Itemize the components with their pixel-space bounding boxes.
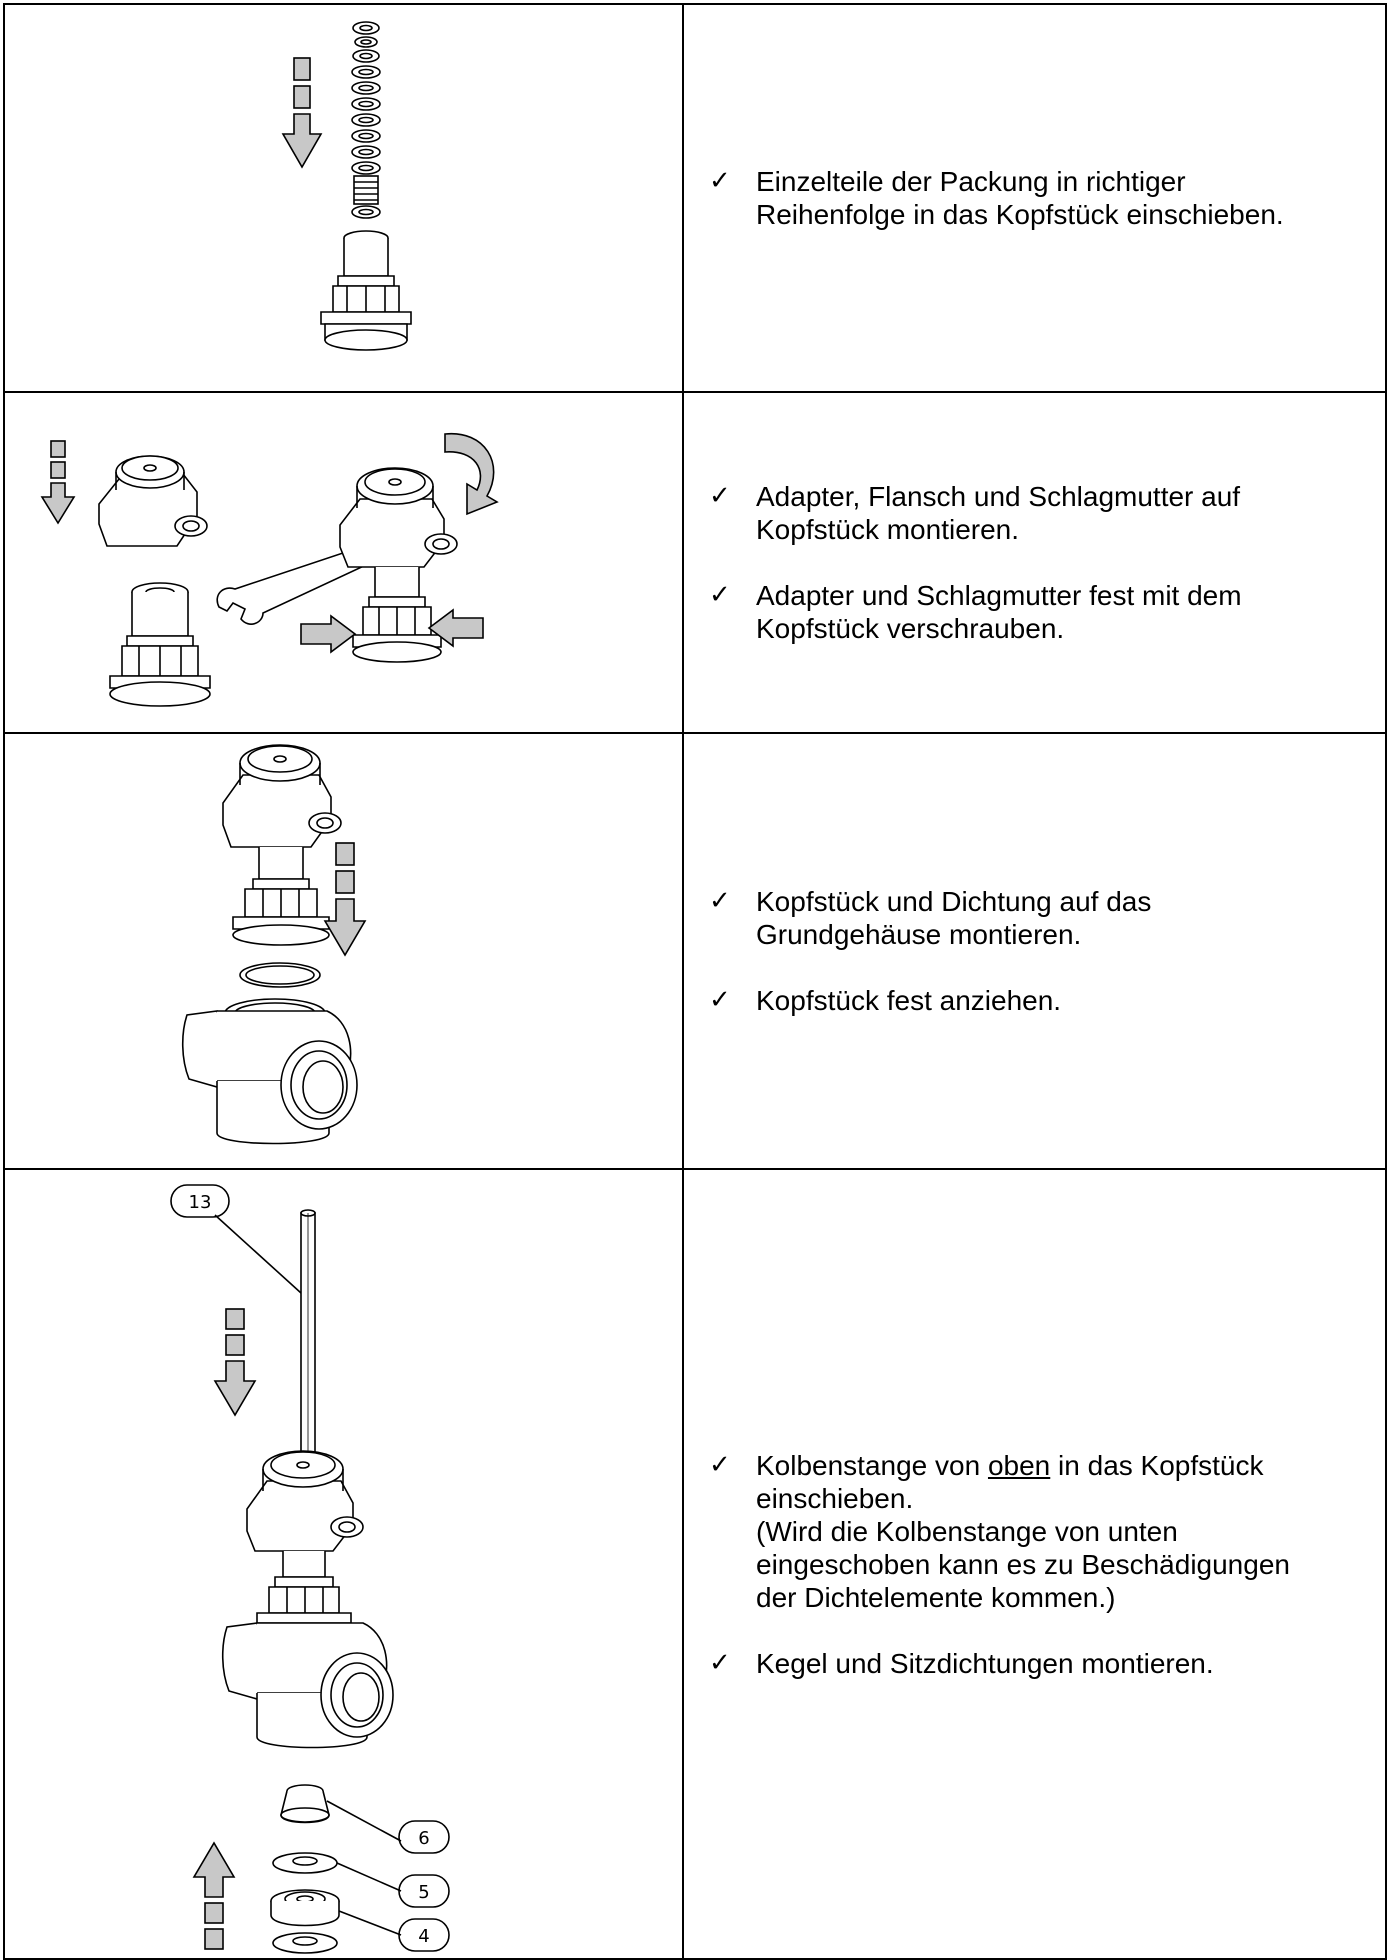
- flange-nut-left: [98, 455, 208, 547]
- check-icon: ✓: [709, 1647, 731, 1678]
- svg-text:4: 4: [418, 1926, 429, 1947]
- adapter-left: [109, 582, 211, 707]
- callout-6: 6: [326, 1800, 450, 1854]
- step-4-item-2: ✓ Kegel und Sitzdichtungen montieren.: [709, 1647, 1214, 1679]
- callout-4: 4: [338, 1910, 450, 1952]
- left-arrow-icon: [427, 608, 484, 648]
- step-2-illustration: [3, 391, 684, 734]
- check-icon: ✓: [709, 580, 731, 610]
- down-arrow-icon: [323, 842, 367, 957]
- assembled-head: [222, 744, 342, 946]
- down-arrow-icon: [281, 57, 323, 169]
- assembled-head: [246, 1450, 364, 1624]
- step-1-item-1: ✓ Einzelteile der Packung in richtiger R…: [709, 166, 1284, 230]
- packing-rings-stack: [351, 21, 381, 219]
- svg-text:6: 6: [418, 1828, 429, 1849]
- seal-lower: [272, 1932, 338, 1954]
- step-row-3: ✓ Kopfstück und Dichtung auf das Grundge…: [3, 732, 1387, 1170]
- seal-upper: [272, 1852, 338, 1874]
- head-piece: [320, 230, 412, 351]
- step-3-illustration: [3, 732, 684, 1170]
- step-4-text: ✓ Kolbenstange von oben in das Kopfstück…: [682, 1168, 1387, 1960]
- valve-body: [181, 998, 358, 1145]
- down-arrow-icon: [213, 1308, 257, 1417]
- check-icon: ✓: [709, 985, 731, 1015]
- step-4-illustration: 13: [3, 1168, 684, 1960]
- step-2-item-1: ✓ Adapter, Flansch und Schlagmutter auf …: [709, 481, 1241, 545]
- cone-top: [280, 1784, 330, 1824]
- seat: [270, 1889, 340, 1927]
- rotate-arrow-icon: [444, 433, 499, 516]
- emphasis-oben: oben: [987, 1449, 1051, 1481]
- up-arrow-icon: [192, 1841, 236, 1950]
- packing-insertion-drawing: [281, 21, 412, 351]
- piston-rod: [300, 1209, 316, 1454]
- check-icon: ✓: [709, 1449, 731, 1480]
- step-3-item-2: ✓ Kopfstück fest anziehen.: [709, 985, 1062, 1016]
- check-icon: ✓: [709, 886, 731, 916]
- step-row-1: ✓ Einzelteile der Packung in richtiger R…: [3, 3, 1387, 393]
- step-row-4: 13: [3, 1168, 1387, 1960]
- adapter-flange-nut-drawing: [40, 433, 499, 707]
- assembly-instructions-table: ✓ Einzelteile der Packung in richtiger R…: [3, 3, 1387, 1960]
- down-arrow-icon: [40, 440, 76, 525]
- step-1-illustration: [3, 3, 684, 393]
- step-row-2: ✓ Adapter, Flansch und Schlagmutter auf …: [3, 391, 1387, 734]
- step-1-text: ✓ Einzelteile der Packung in richtiger R…: [682, 3, 1387, 393]
- callout-13-label: 13: [189, 1192, 212, 1213]
- valve-body: [221, 1622, 394, 1749]
- assembled-head-right: [339, 467, 458, 663]
- check-icon: ✓: [709, 166, 731, 196]
- check-icon: ✓: [709, 481, 731, 511]
- step-3-item-1: ✓ Kopfstück und Dichtung auf das Grundge…: [709, 886, 1152, 950]
- callout-5-upper: 5: [336, 1862, 450, 1908]
- right-arrow-icon: [300, 614, 357, 654]
- svg-text:5: 5: [418, 1882, 429, 1903]
- head-on-body-drawing: [181, 744, 367, 1145]
- piston-rod-drawing: 13: [170, 1184, 450, 1954]
- step-4-item-1: ✓ Kolbenstange von oben in das Kopfstück…: [709, 1449, 1290, 1613]
- step-2-text: ✓ Adapter, Flansch und Schlagmutter auf …: [682, 391, 1387, 734]
- callout-13: [170, 1184, 230, 1218]
- step-2-item-2: ✓ Adapter und Schlagmutter fest mit dem …: [709, 580, 1242, 644]
- step-3-text: ✓ Kopfstück und Dichtung auf das Grundge…: [682, 732, 1387, 1170]
